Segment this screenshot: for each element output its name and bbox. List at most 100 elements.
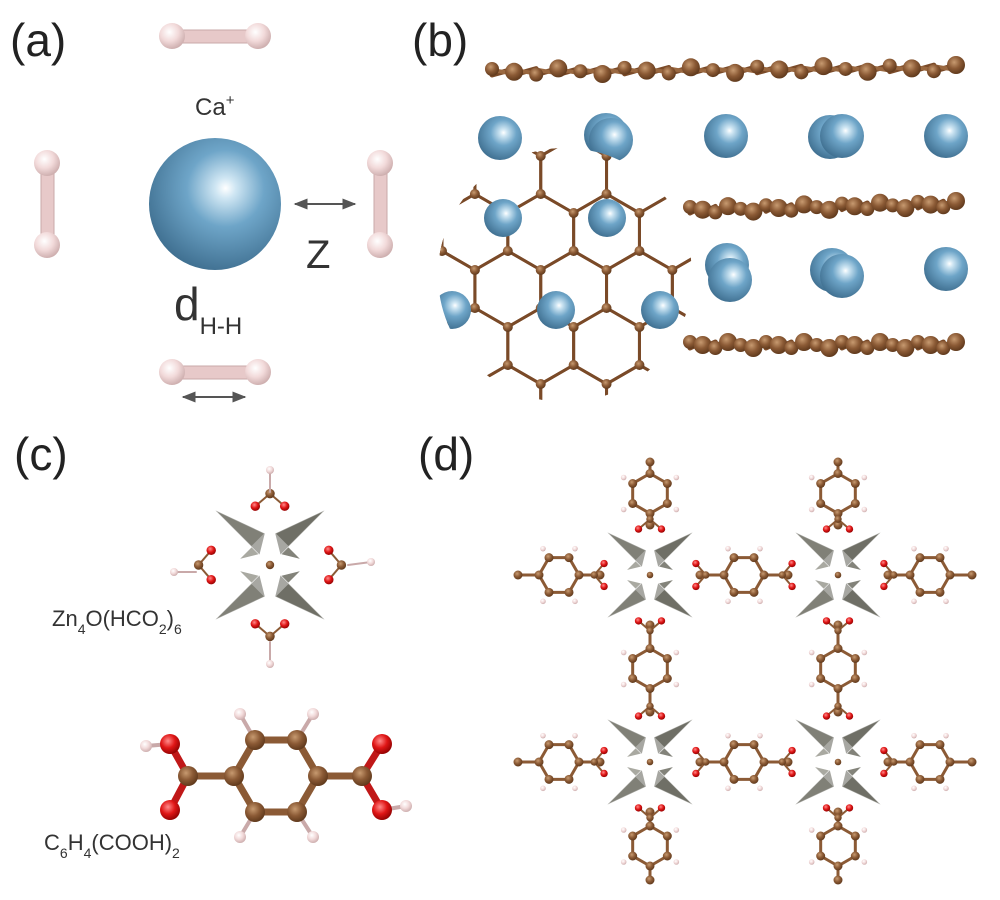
c-atom <box>820 200 839 219</box>
bond <box>574 422 607 441</box>
o-atom <box>788 746 796 755</box>
bond <box>539 192 576 215</box>
c-atom <box>799 265 809 275</box>
c-atom <box>783 757 793 767</box>
h-atom <box>911 598 917 605</box>
bond <box>837 308 870 327</box>
c-atom <box>833 684 843 693</box>
bond <box>771 80 804 99</box>
bond <box>409 80 442 99</box>
c-atom <box>915 740 925 750</box>
h-atom <box>540 598 546 605</box>
c-atom <box>628 851 638 861</box>
bond <box>506 148 543 158</box>
h-atom <box>808 506 815 513</box>
zn-tetrahedron-face <box>275 510 325 555</box>
c-atom <box>287 802 307 822</box>
c-atom <box>628 831 638 841</box>
c-atom <box>662 831 672 841</box>
zn-tetrahedron-face <box>654 770 693 805</box>
zn-tetrahedron-face <box>607 770 646 805</box>
c-atom <box>602 417 612 427</box>
h-atom <box>861 474 868 481</box>
c-atom <box>915 553 925 563</box>
bond <box>508 80 541 99</box>
c-atom <box>574 570 584 580</box>
bond <box>705 422 738 441</box>
bond <box>438 192 444 215</box>
c-atom <box>503 474 513 484</box>
bond <box>572 192 609 215</box>
c-atom <box>898 474 908 484</box>
z-label: Z <box>306 233 330 277</box>
zn-tetrahedron-face <box>654 532 693 567</box>
c-atom <box>338 189 348 199</box>
c-atom <box>883 570 893 580</box>
h-atom <box>620 681 627 688</box>
bond <box>343 137 376 156</box>
o-atom <box>788 559 796 568</box>
bond <box>508 422 541 441</box>
bond <box>438 148 444 158</box>
o-atom <box>692 769 700 778</box>
o-atom <box>657 804 666 812</box>
c-atom <box>759 757 769 767</box>
c-atom <box>371 94 381 104</box>
c-atom <box>371 322 381 332</box>
c-atom <box>634 94 644 104</box>
c-atom <box>832 436 842 446</box>
c-atom <box>628 479 638 488</box>
c-atom <box>438 322 447 332</box>
c-atom <box>700 360 710 370</box>
c-atom <box>834 627 842 635</box>
c-atom <box>336 560 347 570</box>
c-atom <box>595 570 605 580</box>
bond <box>508 422 541 441</box>
c-atom <box>536 493 546 503</box>
c-atom <box>833 707 843 717</box>
c-atom <box>661 66 676 81</box>
bond <box>804 308 837 327</box>
ca-atom <box>537 291 575 329</box>
o-atom <box>279 501 290 511</box>
c-atom <box>178 766 198 786</box>
h-atom <box>861 827 868 833</box>
c-atom <box>733 417 743 427</box>
bond <box>837 422 870 441</box>
bond <box>771 365 804 384</box>
bond <box>605 249 641 272</box>
h2-molecule-bottom <box>159 359 271 385</box>
bond <box>607 80 640 99</box>
c-atom <box>705 63 720 78</box>
bond <box>738 308 771 327</box>
c-atom <box>759 335 773 349</box>
c-atom <box>574 757 584 767</box>
c-atom <box>646 758 654 766</box>
c-atom <box>469 189 480 199</box>
c-atom <box>193 560 204 570</box>
bond <box>438 249 444 272</box>
h-atom <box>673 859 680 865</box>
c-atom <box>719 757 729 767</box>
c-atom <box>534 757 544 767</box>
bond <box>870 80 903 99</box>
bond <box>639 80 672 99</box>
bond <box>506 306 543 329</box>
c-atom <box>733 189 743 199</box>
c-atom <box>885 198 900 213</box>
h-atom <box>757 545 763 552</box>
zn-tetrahedron-face <box>795 719 834 754</box>
h-atom <box>861 859 868 865</box>
zn-tetrahedron-face <box>215 575 265 620</box>
o-atom <box>692 559 700 568</box>
c-atom <box>438 208 447 218</box>
bond <box>438 363 444 386</box>
c-atom <box>693 336 712 354</box>
c-atom <box>569 474 579 484</box>
bond <box>637 363 674 386</box>
c-atom <box>967 570 977 580</box>
zn-tetrahedron-face <box>842 719 881 754</box>
ca-atom <box>589 118 633 162</box>
c-atom <box>667 379 678 389</box>
c-atom <box>695 570 705 580</box>
